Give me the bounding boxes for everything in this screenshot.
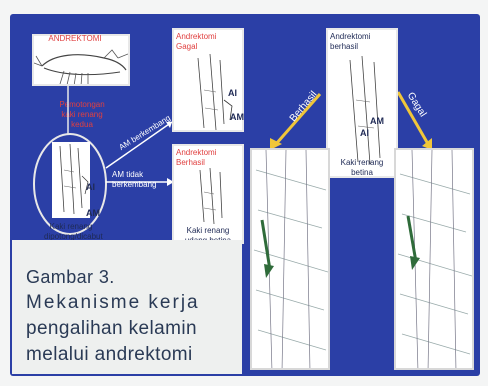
- failed-am-tag: AM: [230, 112, 244, 122]
- micrograph-success-sketch: [252, 150, 330, 370]
- caption-line-4: melalui andrektomi: [26, 344, 193, 366]
- right-am-tag: AM: [370, 116, 384, 126]
- caption-line-1: Gambar 3.: [26, 266, 115, 288]
- box-right-title: Andrektomi berhasil: [330, 32, 382, 52]
- caption-line-3: pengalihan kelamin: [26, 318, 197, 340]
- leg-cut-detail: [52, 142, 90, 218]
- leg-cut-caption: Kaki renang dipotong/dicabut: [44, 222, 98, 242]
- box-right-caption: Kaki renang betina: [336, 158, 388, 178]
- center-am-tag: AM: [86, 208, 100, 218]
- right-ai-tag: AI: [360, 128, 369, 138]
- caption-line-2: Mekanisme kerja: [26, 292, 200, 314]
- leg-sketch-cut: [52, 142, 90, 218]
- failed-ai-tag: AI: [228, 88, 237, 98]
- box-failed-title: Andrektomi Gagal: [176, 32, 222, 52]
- micrograph-failed-sketch: [396, 150, 474, 370]
- arrow-am-not-develops-label: AM tidak berkembang: [112, 170, 164, 190]
- center-ai-tag: AI: [86, 182, 95, 192]
- box-success-title: Andrektomi Berhasil: [176, 148, 222, 168]
- micrograph-success: [250, 148, 330, 370]
- leg-sketch-right: [328, 30, 398, 178]
- micrograph-failed: [394, 148, 474, 370]
